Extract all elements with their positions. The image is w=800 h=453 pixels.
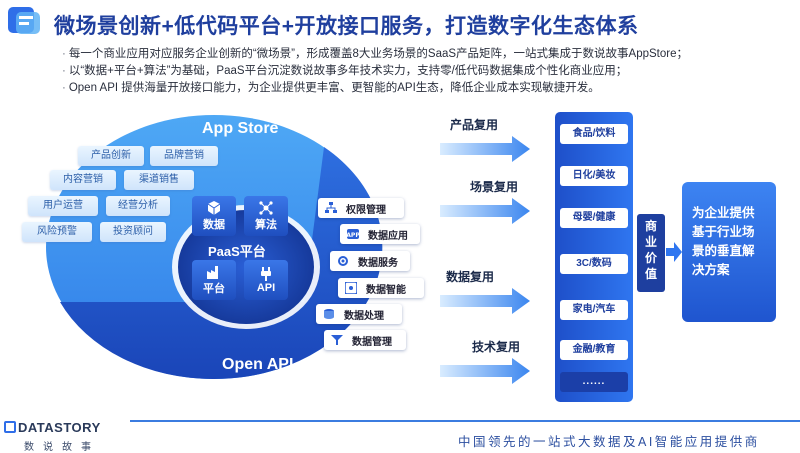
commercial-value-label: 商业价值 <box>637 214 665 292</box>
industry-item[interactable]: 3C/数码 <box>560 254 628 274</box>
app-tag[interactable]: 内容营销 <box>50 170 116 190</box>
app-tag[interactable]: 经营分析 <box>106 196 170 216</box>
feature-data-intelligence[interactable]: 数据智能 <box>338 278 424 298</box>
app-tag[interactable]: 投资顾问 <box>100 222 166 242</box>
bullet-text: 每一个商业应用对应服务企业创新的“微场景”，形成覆盖8大业务场景的SaaS产品矩… <box>68 48 688 60</box>
cube-icon <box>207 201 221 215</box>
industry-item[interactable]: 日化/美妆 <box>560 166 628 186</box>
feature-data-management[interactable]: 数据管理 <box>324 330 406 350</box>
feature-label: 数据管理 <box>352 336 392 348</box>
solution-line: 决方案 <box>692 263 730 277</box>
paas-cell-algorithm[interactable]: 算法 <box>244 196 288 236</box>
feature-label: 数据处理 <box>344 310 384 322</box>
brand-name: DATASTORY <box>18 420 101 435</box>
paas-cell-api[interactable]: API <box>244 260 288 300</box>
network-icon <box>259 201 273 215</box>
svg-text:APP: APP <box>347 232 359 239</box>
company-logo-icon <box>8 7 40 34</box>
app-tag[interactable]: 品牌营销 <box>150 146 218 166</box>
feature-label: 数据应用 <box>368 230 408 242</box>
paas-title: PaaS平台 <box>208 244 266 259</box>
reuse-label: 技术复用 <box>472 340 521 354</box>
hierarchy-icon <box>324 201 338 215</box>
app-tag[interactable]: 用户运营 <box>28 196 98 216</box>
paas-cell-label: 数据 <box>203 219 225 231</box>
ecosystem-diagram: App Store Open API 产品创新 品牌营销 内容营销 渠道销售 用… <box>0 104 800 404</box>
industry-item[interactable]: 家电/汽车 <box>560 300 628 320</box>
footer-slogan: 中国领先的一站式大数据及AI智能应用提供商 <box>458 435 760 449</box>
solution-box: 为企业提供 基于行业场 景的垂直解 决方案 <box>682 182 776 322</box>
arrow-right-icon <box>440 288 530 314</box>
plug-icon <box>261 267 271 281</box>
solution-line: 景的垂直解 <box>692 244 755 258</box>
feature-data-service[interactable]: 数据服务 <box>330 251 410 271</box>
bullet-item: ·每一个商业应用对应服务企业创新的“微场景”，形成覆盖8大业务场景的SaaS产品… <box>62 48 688 60</box>
footer: DATASTORY 数说故事 中国领先的一站式大数据及AI智能应用提供商 <box>0 408 800 453</box>
arrow-right-icon <box>440 198 530 224</box>
process-icon <box>322 307 336 321</box>
paas-cell-label: 平台 <box>203 283 225 295</box>
industry-item[interactable]: 母婴/健康 <box>560 208 628 228</box>
commercial-value-text: 商业价值 <box>644 219 657 281</box>
bullet-item: ·以“数据+平台+算法”为基础，PaaS平台沉淀数说故事多年技术实力，支持零/低… <box>62 65 628 77</box>
feature-label: 权限管理 <box>346 204 386 216</box>
industry-item[interactable]: 食品/饮料 <box>560 124 628 144</box>
feature-permission[interactable]: 权限管理 <box>318 198 404 218</box>
brand-name-cn: 数说故事 <box>24 442 100 453</box>
intro-bullets: ·每一个商业应用对应服务企业创新的“微场景”，形成覆盖8大业务场景的SaaS产品… <box>62 46 792 97</box>
open-api-label: Open API <box>222 356 294 373</box>
app-icon: APP <box>346 227 360 241</box>
solution-line: 为企业提供 <box>692 206 755 220</box>
reuse-label: 数据复用 <box>446 270 495 284</box>
grid-icon <box>344 281 358 295</box>
feature-data-app[interactable]: APP 数据应用 <box>340 224 420 244</box>
bullet-text: 以“数据+平台+算法”为基础，PaaS平台沉淀数说故事多年技术实力，支持零/低代… <box>68 65 628 77</box>
footer-divider <box>130 420 800 422</box>
feature-label: 数据智能 <box>366 284 406 296</box>
app-store-label: App Store <box>202 120 279 137</box>
reuse-label: 场景复用 <box>470 180 519 194</box>
page-title: 微场景创新+低代码平台+开放接口服务，打造数字化生态体系 <box>54 15 639 38</box>
arrow-right-icon <box>440 136 530 162</box>
industry-more[interactable]: ...... <box>560 372 628 392</box>
app-tag[interactable]: 风险预警 <box>22 222 92 242</box>
app-tag[interactable]: 渠道销售 <box>124 170 194 190</box>
arrow-right-icon <box>440 358 530 384</box>
arrow-right-icon <box>666 242 682 262</box>
filter-icon <box>330 333 344 347</box>
feature-data-processing[interactable]: 数据处理 <box>316 304 402 324</box>
paas-cell-label: 算法 <box>255 219 277 231</box>
industry-item[interactable]: 金融/教育 <box>560 340 628 360</box>
bullet-item: ·Open API 提供海量开放接口能力，为企业提供更丰富、更智能的API生态，… <box>62 82 600 94</box>
brand-logo-text: DATASTORY <box>4 420 101 435</box>
gear-icon <box>336 254 350 268</box>
factory-icon <box>207 266 218 279</box>
paas-cell-platform[interactable]: 平台 <box>192 260 236 300</box>
feature-label: 数据服务 <box>358 257 398 269</box>
reuse-label: 产品复用 <box>450 118 499 132</box>
bullet-text: Open API 提供海量开放接口能力，为企业提供更丰富、更智能的API生态，降… <box>68 82 600 94</box>
solution-line: 基于行业场 <box>692 225 755 239</box>
app-tag[interactable]: 产品创新 <box>78 146 144 166</box>
brand-logo-icon <box>4 421 16 433</box>
paas-cell-label: API <box>256 282 276 294</box>
paas-cell-data[interactable]: 数据 <box>192 196 236 236</box>
